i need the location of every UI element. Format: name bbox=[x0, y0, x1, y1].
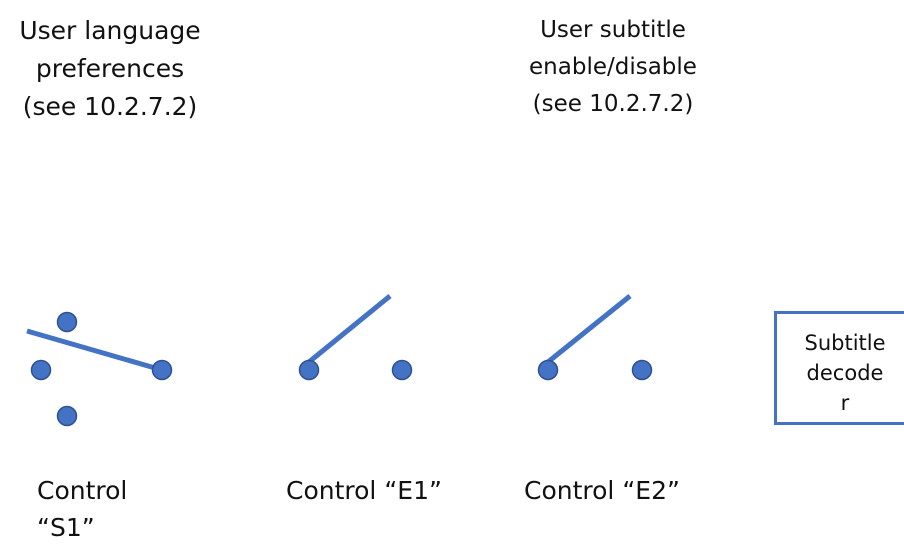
switch-diagram bbox=[26, 294, 653, 427]
subtitle-enable-label: User subtitle enable/disable (see 10.2.7… bbox=[529, 17, 697, 117]
switch-e1-input bbox=[298, 359, 320, 381]
subtitle-decoder-label: Subtitle decode r bbox=[804, 331, 886, 415]
switch-s1-input-top bbox=[56, 311, 78, 333]
switch-e2-output bbox=[631, 359, 653, 381]
control-e1-label: Control “E1” bbox=[286, 476, 442, 505]
switch-s1-input-middle bbox=[30, 359, 52, 381]
switch-e2 bbox=[537, 294, 653, 381]
switch-e1 bbox=[298, 294, 413, 381]
language-preferences-label: User language preferences (see 10.2.7.2) bbox=[19, 16, 201, 121]
switch-e1-output bbox=[391, 359, 413, 381]
switch-e2-lever bbox=[546, 294, 632, 364]
switch-s1-output bbox=[151, 359, 173, 381]
switch-s1-input-bottom bbox=[56, 405, 78, 427]
subtitle-decoder-box: Subtitle decode r bbox=[774, 311, 904, 425]
switch-s1 bbox=[26, 311, 173, 427]
switch-e2-input bbox=[537, 359, 559, 381]
control-e2-label: Control “E2” bbox=[524, 476, 680, 505]
switch-s1-lever bbox=[26, 328, 163, 373]
switch-e1-lever bbox=[307, 294, 392, 364]
